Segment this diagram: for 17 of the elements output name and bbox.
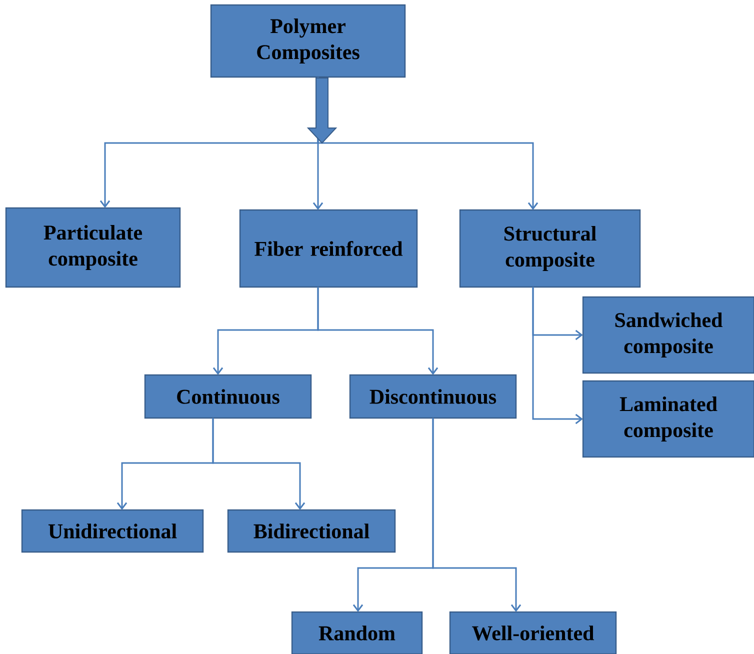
process-box: Random (291, 611, 423, 654)
process-box: Unidirectional (21, 509, 204, 553)
process-box: Structural composite (459, 209, 641, 288)
process-box: Discontinuous (349, 374, 517, 419)
arrow (317, 287, 438, 376)
arrow (212, 418, 306, 510)
process-box: Polymer Composites (210, 4, 406, 78)
process-box: Fiber reinforced (239, 209, 418, 288)
process-box: Particulate composite (5, 207, 181, 288)
process-box: Continuous (144, 374, 312, 419)
process-box: Laminated composite (582, 380, 754, 458)
arrow (432, 418, 522, 612)
process-box: Sandwiched composite (582, 296, 754, 374)
process-box: Well-oriented (449, 611, 617, 654)
process-box: Bidirectional (227, 509, 396, 553)
arrow (532, 287, 584, 424)
block-arrow (306, 78, 338, 144)
